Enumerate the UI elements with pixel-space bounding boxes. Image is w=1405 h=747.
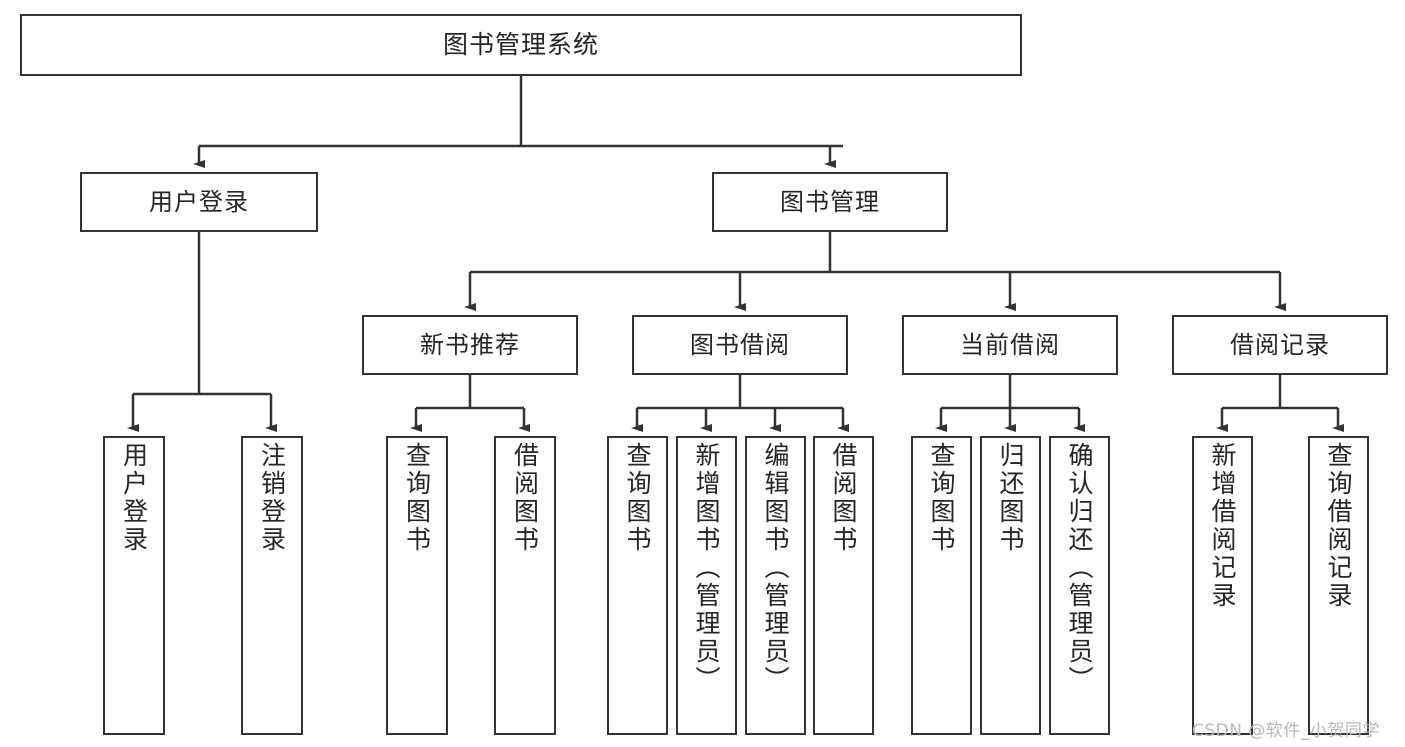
node-current-borrow[interactable]: 当前借阅 — [902, 315, 1118, 375]
leaf-bo-add-book-admin-label: 新增图书（管理员） — [692, 442, 721, 694]
leaf-bo-query-books[interactable]: 查询图书 — [607, 436, 668, 735]
leaf-re-add-record[interactable]: 新增借阅记录 — [1192, 436, 1253, 735]
leaf-logout-label: 注销登录 — [257, 442, 287, 554]
leaf-nb-borrow-books-label: 借阅图书 — [510, 442, 540, 554]
node-new-book-recommend[interactable]: 新书推荐 — [362, 315, 578, 375]
node-root[interactable]: 图书管理系统 — [20, 14, 1022, 76]
leaf-user-login[interactable]: 用户登录 — [103, 436, 165, 735]
leaf-cu-query-books-label: 查询图书 — [927, 442, 956, 554]
leaf-cu-return-books-label: 归还图书 — [996, 442, 1025, 554]
node-borrow-records[interactable]: 借阅记录 — [1172, 315, 1388, 375]
leaf-nb-query-books[interactable]: 查询图书 — [386, 436, 448, 735]
leaf-user-login-label: 用户登录 — [119, 442, 149, 554]
node-book-management[interactable]: 图书管理 — [712, 172, 948, 232]
leaf-cu-confirm-return-admin[interactable]: 确认归还（管理员） — [1049, 436, 1110, 735]
leaf-nb-query-books-label: 查询图书 — [402, 442, 432, 554]
node-book-borrow-label: 图书借阅 — [690, 330, 790, 359]
leaf-logout[interactable]: 注销登录 — [241, 436, 303, 735]
node-user-login[interactable]: 用户登录 — [80, 172, 318, 232]
leaf-bo-borrow-books-label: 借阅图书 — [829, 442, 858, 554]
node-new-book-recommend-label: 新书推荐 — [420, 330, 520, 359]
leaf-bo-edit-book-admin-label: 编辑图书（管理员） — [761, 442, 790, 694]
watermark: CSDN @软件_小贺同学 — [1192, 721, 1380, 741]
leaf-bo-borrow-books[interactable]: 借阅图书 — [813, 436, 874, 735]
leaf-bo-add-book-admin[interactable]: 新增图书（管理员） — [676, 436, 737, 735]
node-user-login-label: 用户登录 — [149, 187, 249, 216]
leaf-re-query-record-label: 查询借阅记录 — [1324, 442, 1353, 610]
leaf-cu-query-books[interactable]: 查询图书 — [911, 436, 972, 735]
leaf-cu-return-books[interactable]: 归还图书 — [980, 436, 1041, 735]
leaf-cu-confirm-return-admin-label: 确认归还（管理员） — [1065, 442, 1094, 694]
leaf-re-add-record-label: 新增借阅记录 — [1208, 442, 1237, 610]
leaf-nb-borrow-books[interactable]: 借阅图书 — [494, 436, 556, 735]
leaf-re-query-record[interactable]: 查询借阅记录 — [1308, 436, 1369, 735]
node-current-borrow-label: 当前借阅 — [960, 330, 1060, 359]
leaf-bo-query-books-label: 查询图书 — [623, 442, 652, 554]
node-root-label: 图书管理系统 — [442, 30, 599, 59]
node-book-management-label: 图书管理 — [780, 187, 880, 216]
node-book-borrow[interactable]: 图书借阅 — [632, 315, 848, 375]
node-borrow-records-label: 借阅记录 — [1230, 330, 1330, 359]
leaf-bo-edit-book-admin[interactable]: 编辑图书（管理员） — [745, 436, 806, 735]
